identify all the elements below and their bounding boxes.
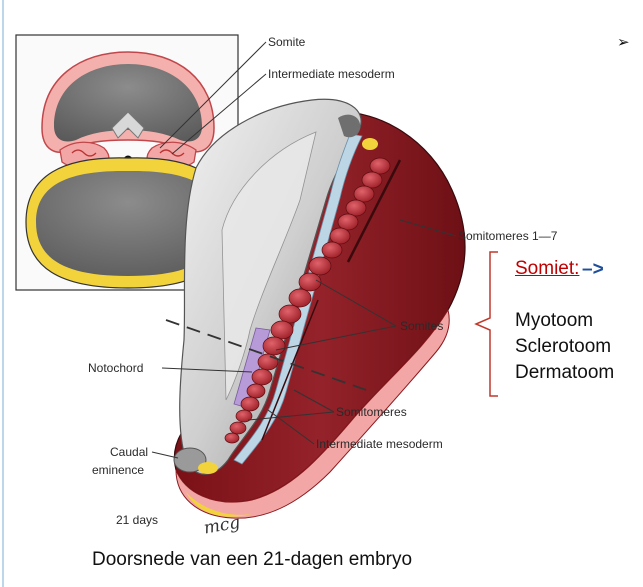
item-dermatoom: Dermatoom: [515, 362, 615, 383]
label-intermediate-mesoderm-bottom: Intermediate mesoderm: [316, 437, 443, 451]
label-somitomeres-1-7: Somitomeres 1—7: [458, 229, 558, 243]
label-21-days: 21 days: [116, 513, 158, 527]
leader-lines: [151, 41, 457, 459]
item-sclerotoom: Sclerotoom: [515, 336, 612, 357]
label-eminence: eminence: [92, 463, 144, 477]
label-somites: Somites: [400, 319, 443, 333]
item-myotoom: Myotoom: [515, 310, 594, 331]
label-caudal: Caudal: [110, 445, 148, 459]
label-somite: Somite: [268, 35, 306, 49]
label-notochord: Notochord: [88, 361, 143, 375]
embryo-3d: [165, 98, 466, 519]
somiet-bracket: [474, 251, 498, 397]
label-intermediate-mesoderm-top: Intermediate mesoderm: [268, 67, 395, 81]
somiet-arrow: –>: [582, 259, 604, 280]
figure-caption: Doorsnede van een 21-dagen embryo: [92, 549, 413, 570]
bullet-arrow-icon: ➢: [617, 33, 630, 51]
artist-signature: mcg: [202, 513, 242, 539]
somiet-title: Somiet:: [515, 258, 580, 279]
label-somitomeres: Somitomeres: [336, 405, 407, 419]
